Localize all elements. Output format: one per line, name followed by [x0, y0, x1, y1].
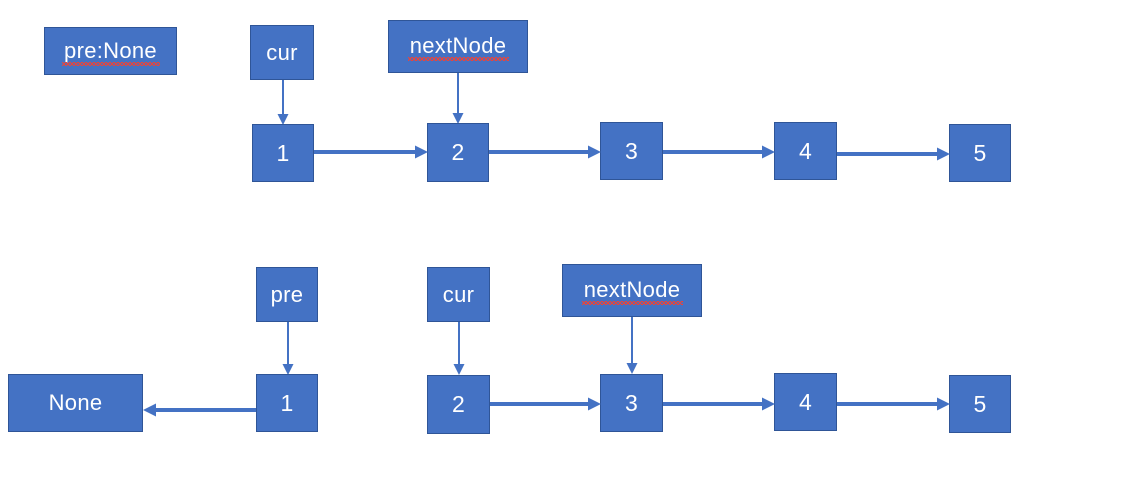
row2-node-5-value: 5	[973, 390, 987, 417]
row1-node-1[interactable]: 1	[252, 124, 314, 182]
row2-link-3-to-4	[663, 396, 776, 412]
row1-pointer-pre-none-box[interactable]: pre:None	[44, 27, 177, 75]
row2-pointer-cur-label: cur	[442, 281, 475, 307]
row2-node-3-value: 3	[624, 389, 639, 416]
row2-arrow-pre-to-node1	[281, 322, 295, 376]
row1-node-5[interactable]: 5	[949, 124, 1011, 182]
row1-node-3[interactable]: 3	[600, 122, 663, 180]
row2-pointer-nextnode-box[interactable]: nextNode	[562, 264, 702, 317]
row2-node-2[interactable]: 2	[427, 375, 490, 434]
row1-link-2-to-3	[489, 144, 602, 160]
row2-node-5[interactable]: 5	[949, 375, 1011, 433]
row2-node-1-value: 1	[280, 389, 294, 416]
row1-link-3-to-4	[663, 144, 776, 160]
row2-node-4-value: 4	[798, 388, 813, 415]
row2-arrow-cur-to-node2	[452, 322, 466, 376]
row2-node-3[interactable]: 3	[600, 374, 663, 432]
row2-link-2-to-3	[490, 396, 602, 412]
row1-node-1-value: 1	[276, 139, 290, 166]
row1-node-4[interactable]: 4	[774, 122, 837, 180]
row1-pointer-nextnode-label: nextNode	[407, 33, 509, 61]
row2-pointer-nextnode-label: nextNode	[581, 277, 683, 305]
row1-pointer-nextnode-box[interactable]: nextNode	[388, 20, 528, 73]
row1-link-1-to-2	[314, 144, 429, 160]
row1-arrow-cur-to-node1	[276, 80, 290, 126]
row2-arrow-nextnode-to-node3	[625, 317, 639, 375]
row2-pointer-pre-label: pre	[270, 281, 304, 307]
row1-arrow-nextnode-to-node2	[451, 73, 465, 125]
row1-link-4-to-5	[837, 146, 951, 162]
row2-pointer-cur-box[interactable]: cur	[427, 267, 490, 322]
row2-node-none-value: None	[48, 390, 103, 415]
row2-node-none[interactable]: None	[8, 374, 143, 432]
row2-node-1[interactable]: 1	[256, 374, 318, 432]
row2-link-1-to-none	[143, 402, 256, 418]
row1-node-3-value: 3	[624, 137, 639, 164]
row2-node-2-value: 2	[451, 391, 466, 417]
row2-pointer-pre-box[interactable]: pre	[256, 267, 318, 322]
row2-link-4-to-5	[837, 396, 951, 412]
row2-node-4[interactable]: 4	[774, 373, 837, 431]
row1-node-2-value: 2	[451, 139, 465, 165]
row1-pointer-pre-none-label: pre:None	[62, 37, 160, 66]
row1-node-2[interactable]: 2	[427, 123, 489, 182]
row1-pointer-cur-label: cur	[266, 39, 298, 65]
row1-pointer-cur-box[interactable]: cur	[250, 25, 314, 80]
row1-node-5-value: 5	[973, 139, 987, 166]
row1-node-4-value: 4	[798, 137, 813, 164]
